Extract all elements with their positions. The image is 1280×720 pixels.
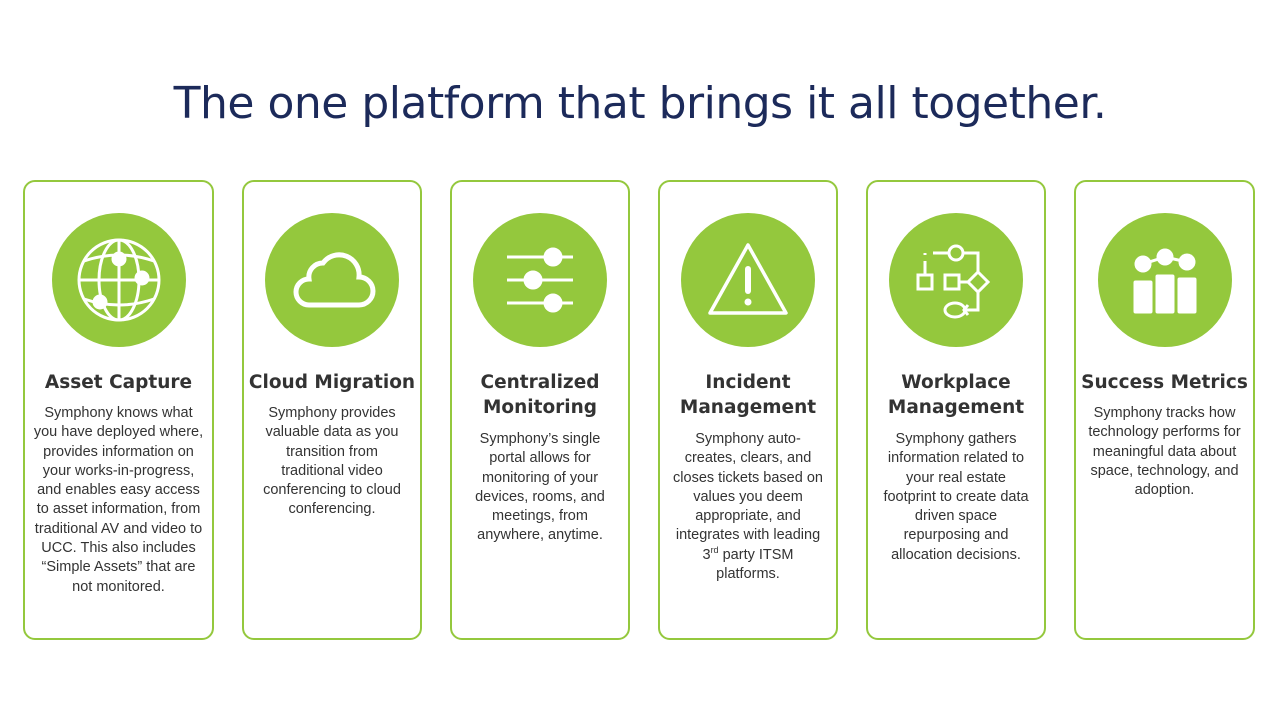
desc-superscript: rd [710,544,719,555]
card-description: Symphony provides valuable data as you t… [263,405,401,518]
card-description: Symphony’s single portal allows for moni… [475,431,605,544]
card-heading: Cloud Migration [248,372,416,393]
desc-text: Symphony auto-creates, clears, and close… [673,431,823,563]
sliders-icon [473,213,607,347]
card-description: Symphony gathers information related to … [883,431,1029,563]
card-centralized-monitoring: Centralized Monitoring Symphony’s single… [450,180,630,640]
workflow-icon [889,213,1023,347]
card-heading: Incident Management [679,372,817,418]
card-description: Symphony auto-creates, clears, and close… [672,430,824,584]
globe-network-icon [51,213,186,347]
desc-text: party ITSM platforms. [716,546,794,583]
card-heading: Workplace Management [887,372,1025,418]
card-heading: Success Metrics [1081,372,1248,393]
card-asset-capture: Asset Capture Symphony knows what you ha… [23,180,214,640]
cloud-icon [265,213,399,347]
card-success-metrics: Success Metrics Symphony tracks how tech… [1074,180,1255,640]
card-workplace-management: Workplace Management Symphony gathers in… [866,180,1046,640]
card-incident-management: Incident Management Symphony auto-create… [658,180,838,640]
warning-icon [681,213,815,347]
card-heading: Centralized Monitoring [480,372,600,418]
card-description: Symphony knows what you have deployed wh… [33,405,204,595]
card-heading: Asset Capture [44,372,193,393]
page-title: The one platform that brings it all toge… [173,78,1107,129]
card-cloud-migration: Cloud Migration Symphony provides valuab… [242,180,422,640]
card-description: Symphony tracks how technology performs … [1088,405,1241,499]
bar-chart-icon [1097,213,1232,347]
